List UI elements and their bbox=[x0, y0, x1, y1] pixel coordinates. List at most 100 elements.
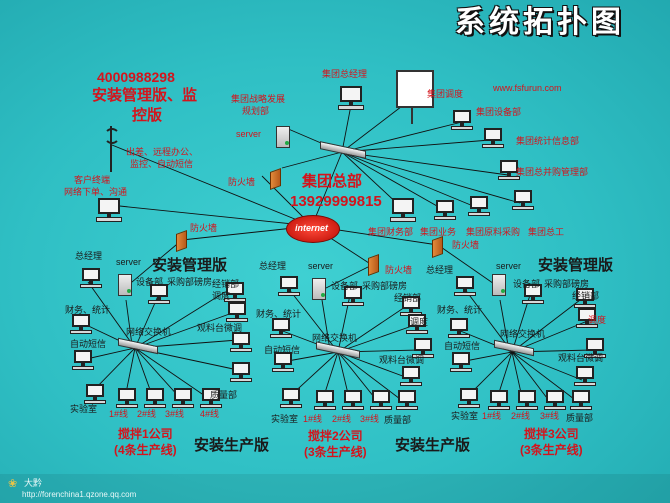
hq-dispatch-label: 集团调度 bbox=[427, 89, 464, 99]
computer-stand-icon bbox=[593, 351, 597, 354]
computer-stand-icon bbox=[125, 401, 129, 404]
keyboard-icon bbox=[84, 400, 106, 404]
b1-server-label: server bbox=[116, 257, 142, 267]
hq-firewall-label: 防火墙 bbox=[228, 177, 256, 187]
computer-stand-icon bbox=[281, 365, 285, 368]
computer-stand-icon bbox=[233, 295, 237, 298]
computer-stand-icon bbox=[349, 102, 353, 105]
computer-icon bbox=[232, 362, 250, 375]
computer-stand-icon bbox=[477, 209, 481, 212]
b3-switch-label: 网络交换机 bbox=[500, 329, 546, 339]
hotline-number: 4000988298 bbox=[97, 69, 175, 85]
client-terminal-label: 客户终端 bbox=[74, 175, 111, 185]
computer-icon bbox=[500, 160, 518, 173]
computer-icon bbox=[470, 196, 488, 209]
computer-stand-icon bbox=[521, 203, 525, 206]
footer-url[interactable]: http://forenchina1.qzone.qq.com bbox=[22, 490, 137, 499]
b3-line2-label: 2#线 bbox=[511, 411, 531, 421]
b2-finance-label: 财务、统计 bbox=[256, 309, 302, 319]
computer-stand-icon bbox=[351, 299, 355, 302]
computer-icon bbox=[402, 366, 420, 379]
company3-name: 搅拌3公司 bbox=[524, 427, 579, 441]
hq-stats-label: 集团统计信息部 bbox=[516, 136, 580, 146]
hq-business-label: 集团业务 bbox=[420, 227, 457, 237]
computer-stand-icon bbox=[401, 214, 405, 217]
keyboard-icon bbox=[570, 406, 592, 410]
b2-server-label: server bbox=[308, 261, 334, 271]
computer-stand-icon bbox=[79, 327, 83, 330]
b1-finance-label: 财务、统计 bbox=[65, 305, 111, 315]
keyboard-icon bbox=[512, 206, 534, 210]
computer-stand-icon bbox=[405, 403, 409, 406]
b1-line4-label: 4#线 bbox=[200, 409, 220, 419]
keyboard-icon bbox=[144, 404, 166, 408]
keyboard-icon bbox=[400, 382, 422, 386]
computer-stand-icon bbox=[531, 297, 535, 300]
b1-sms-label: 自动短信 bbox=[70, 339, 107, 349]
computer-stand-icon bbox=[525, 403, 529, 406]
keyboard-icon bbox=[342, 406, 364, 410]
mgmt-edition-line1: 安装管理版、监 bbox=[92, 87, 198, 104]
computer-stand-icon bbox=[239, 375, 243, 378]
b2-watch-label: 观料台微调 bbox=[379, 355, 425, 365]
computer-icon bbox=[572, 390, 590, 403]
keyboard-icon bbox=[450, 368, 472, 372]
computer-icon bbox=[460, 388, 478, 401]
computer-icon bbox=[456, 276, 474, 289]
computer-icon bbox=[82, 268, 100, 281]
b2-switch-label: 网络交换机 bbox=[312, 333, 358, 343]
keyboard-icon bbox=[342, 302, 364, 306]
keyboard-icon bbox=[488, 406, 510, 410]
computer-stand-icon bbox=[585, 321, 589, 324]
computer-icon bbox=[576, 288, 594, 301]
computer-icon bbox=[578, 308, 596, 321]
computer-stand-icon bbox=[467, 401, 471, 404]
computer-icon bbox=[118, 388, 136, 401]
server-led-icon bbox=[127, 289, 131, 293]
computer-stand-icon bbox=[583, 301, 587, 304]
keyboard-icon bbox=[226, 318, 248, 322]
computer-icon bbox=[74, 350, 92, 363]
computer-icon bbox=[372, 390, 390, 403]
firewall-left-label: 防火墙 bbox=[190, 223, 218, 233]
hq-gm-label: 集团总经理 bbox=[322, 69, 368, 79]
computer-stand-icon bbox=[409, 309, 413, 312]
computer-icon bbox=[414, 338, 432, 351]
keyboard-icon bbox=[454, 292, 476, 296]
computer-icon bbox=[586, 338, 604, 351]
b3-watch-label: 观料台微调 bbox=[558, 353, 604, 363]
computer-icon bbox=[280, 276, 298, 289]
hq-phone: 13929999815 bbox=[290, 193, 382, 210]
keyboard-icon bbox=[468, 212, 490, 216]
footer-brand: 大黔 bbox=[24, 478, 43, 488]
keyboard-icon bbox=[72, 366, 94, 370]
computer-icon bbox=[232, 332, 250, 345]
computer-stand-icon bbox=[460, 123, 464, 126]
computer-stand-icon bbox=[497, 403, 501, 406]
keyboard-icon bbox=[482, 144, 504, 148]
computer-stand-icon bbox=[209, 401, 213, 404]
computer-stand-icon bbox=[579, 403, 583, 406]
firewall-mid-label: 防火墙 bbox=[385, 265, 413, 275]
b2-gm-label: 总经理 bbox=[259, 261, 287, 271]
computer-icon bbox=[450, 318, 468, 331]
b3-server-label: server bbox=[496, 261, 522, 271]
keyboard-icon bbox=[148, 300, 170, 304]
b3-lab-label: 实验室 bbox=[451, 411, 479, 421]
b1-purchase-label: 采购部磅房 bbox=[167, 277, 213, 287]
computer-icon bbox=[398, 390, 416, 403]
server-led-icon bbox=[321, 293, 325, 297]
b1-install-mgmt: 安装管理版 bbox=[152, 257, 228, 274]
keyboard-icon bbox=[224, 298, 246, 302]
keyboard-icon bbox=[396, 406, 418, 410]
b3-sms-label: 自动短信 bbox=[444, 341, 481, 351]
keyboard-icon bbox=[230, 378, 252, 382]
wireless-antenna-icon bbox=[104, 126, 120, 172]
computer-icon bbox=[86, 384, 104, 397]
b1-gm-label: 总经理 bbox=[75, 251, 103, 261]
computer-icon bbox=[392, 198, 414, 214]
computer-icon bbox=[524, 284, 542, 297]
computer-icon bbox=[452, 352, 470, 365]
computer-stand-icon bbox=[507, 173, 511, 176]
b3-line1-label: 1#线 bbox=[482, 411, 502, 421]
